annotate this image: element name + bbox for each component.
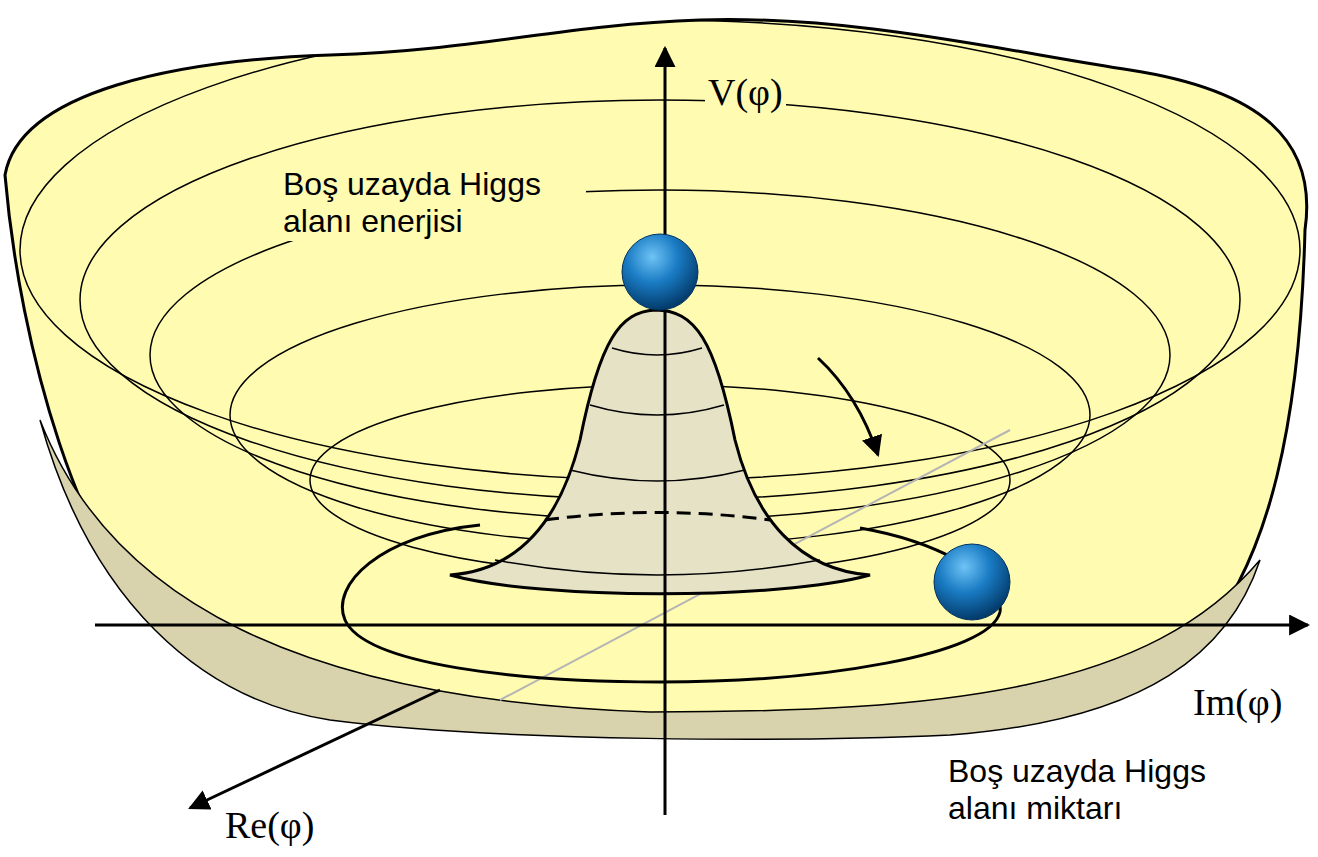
ball-trough (934, 544, 1010, 620)
v-axis (664, 48, 667, 815)
im-axis (95, 624, 1308, 627)
re-axis-label: Re(φ) (222, 803, 317, 849)
roll-arrow (818, 358, 878, 455)
energy-label: Boş uzayda Higgs alanı enerjisi (280, 165, 586, 241)
v-axis-label: V(φ) (705, 70, 786, 116)
amount-label: Boş uzayda Higgs alanı miktarı (945, 752, 1251, 828)
re-axis (190, 690, 440, 808)
im-axis-label: Im(φ) (1190, 680, 1285, 726)
ball-top (622, 234, 698, 310)
hump-contours (495, 348, 820, 575)
central-hump (450, 310, 870, 594)
